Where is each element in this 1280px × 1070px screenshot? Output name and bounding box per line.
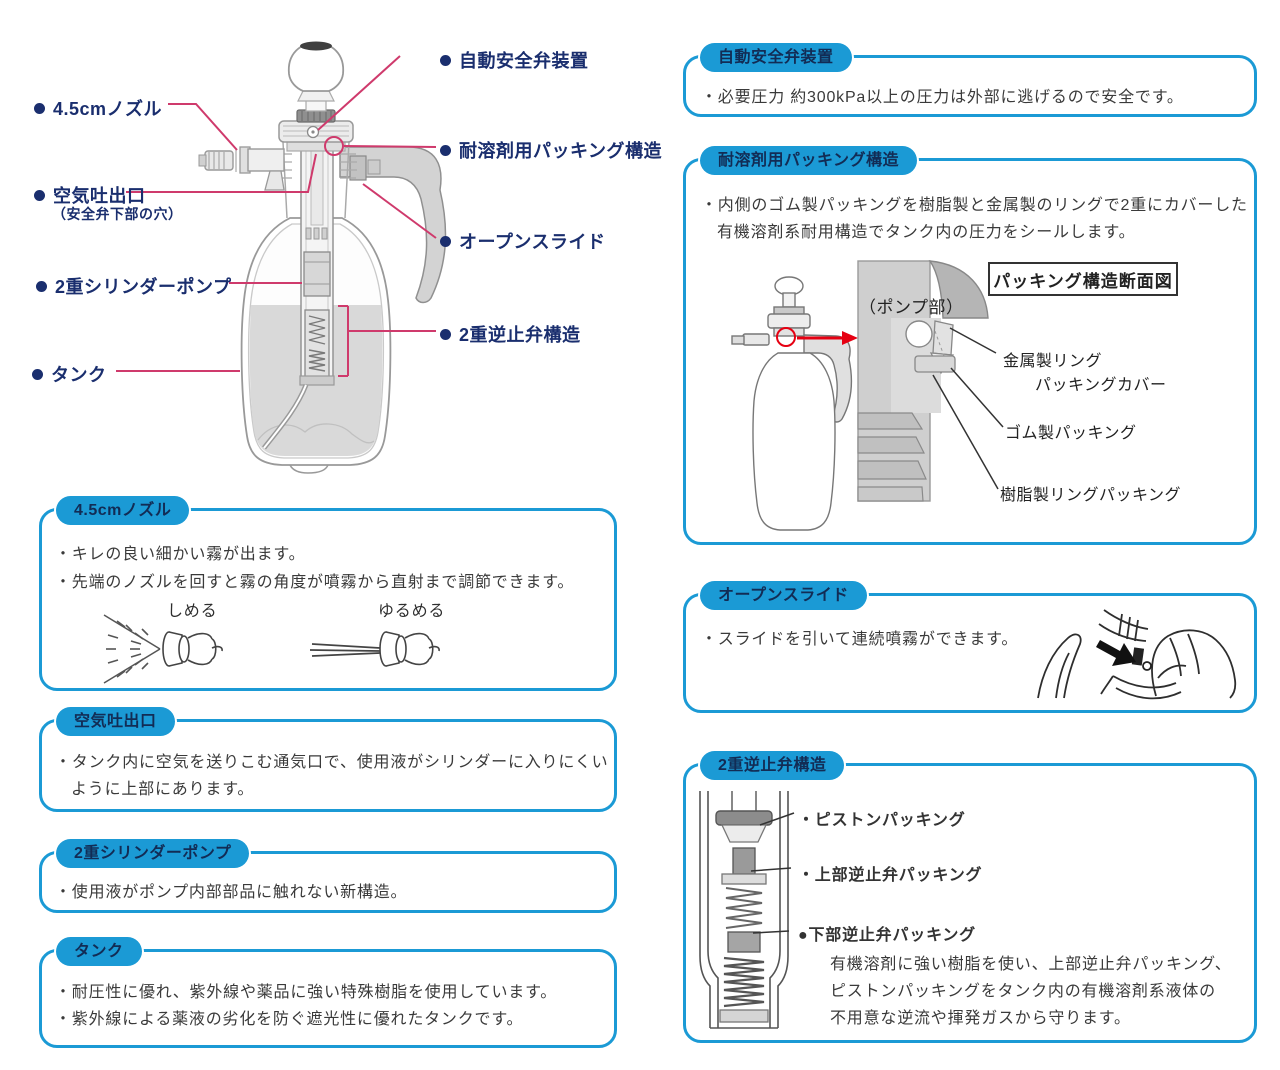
feature-box-pump-title: 2重シリンダーポンプ <box>56 839 250 868</box>
diagram-label-text: 2重シリンダーポンプ <box>55 277 232 297</box>
open-slide-hand-illustration <box>1037 609 1237 700</box>
resin-ring-label: 樹脂製リングパッキング <box>1000 487 1182 504</box>
check-valve-cross-section-illustration <box>699 791 795 1029</box>
feature-box-nozzle: 4.5cmノズル ・キレの良い細かい霧が出ます。 ・先端のノズルを回すと霧の角度… <box>39 496 617 691</box>
diagram-label-text: 2重逆止弁構造 <box>459 325 581 345</box>
feature-box-packing: 耐溶剤用パッキング構造 ・内側のゴム製パッキングを樹脂製と金属製のリングで2重に… <box>683 146 1257 545</box>
bullet-icon <box>32 368 43 380</box>
bullet-icon <box>440 54 451 66</box>
piston-packing-label: ・ピストンパッキング <box>798 812 966 829</box>
tank-line-2: ・紫外線による薬液の劣化を防ぐ遮光性に優れたタンクです。 <box>55 1011 524 1028</box>
air-outlet-line-2: ように上部にあります。 <box>71 781 255 798</box>
packing-caption-box: パッキング構造断面図 <box>988 262 1178 296</box>
diagram-label-text: オープンスライド <box>459 232 606 252</box>
packing-line-1: ・内側のゴム製パッキングを樹脂製と金属製のリングで2重にカバーした <box>701 197 1248 214</box>
feature-box-tank-title: タンク <box>56 937 142 966</box>
pump-part-label: （ポンプ部） <box>859 298 964 317</box>
metal-ring-label: 金属製リング <box>1003 353 1103 370</box>
pump-line-1: ・使用液がポンプ内部部品に触れない新構造。 <box>55 884 408 901</box>
packing-line-2: 有機溶剤系耐用構造でタンク内の圧力をシールします。 <box>717 224 1136 241</box>
diagram-label-text: 耐溶剤用パッキング構造 <box>459 141 662 161</box>
feature-box-packing-title: 耐溶剤用パッキング構造 <box>700 146 918 175</box>
nozzle-line-2: ・先端のノズルを回すと霧の角度が噴霧から直射まで調節できます。 <box>55 574 575 591</box>
feature-box-pump: 2重シリンダーポンプ ・使用液がポンプ内部部品に触れない新構造。 <box>39 839 617 913</box>
feature-box-air-outlet: 空気吐出口 ・タンク内に空気を送りこむ通気口で、使用液がシリンダーに入りにくい … <box>39 707 617 812</box>
diagram-label-air-outlet-note: （安全弁下部の穴） <box>52 206 183 222</box>
bullet-icon <box>440 144 451 156</box>
diagram-label-solvent-packing: 耐溶剤用パッキング構造 <box>440 137 662 163</box>
tank-line-1: ・耐圧性に優れ、紫外線や薬品に強い特殊樹脂を使用しています。 <box>55 984 558 1001</box>
upper-check-valve-label: ・上部逆止弁パッキング <box>798 867 983 884</box>
spray-close-label: しめる <box>167 603 218 620</box>
air-outlet-line-1: ・タンク内に空気を送りこむ通気口で、使用液がシリンダーに入りにくい <box>55 754 609 771</box>
bullet-icon <box>34 189 45 201</box>
rubber-packing-label: ゴム製パッキング <box>1005 425 1137 442</box>
packing-cross-section-illustration <box>731 260 1004 531</box>
diagram-label-text: 4.5cmノズル <box>53 99 163 119</box>
bullet-icon <box>440 235 451 247</box>
feature-box-open-slide-title: オープンスライド <box>700 581 867 610</box>
feature-box-tank: タンク ・耐圧性に優れ、紫外線や薬品に強い特殊樹脂を使用しています。 ・紫外線に… <box>39 937 617 1048</box>
diagram-label-nozzle: 4.5cmノズル <box>34 95 162 121</box>
diagram-label-text: 自動安全弁装置 <box>459 51 589 71</box>
feature-box-check-valve-title: 2重逆止弁構造 <box>700 751 845 780</box>
feature-box-air-outlet-title: 空気吐出口 <box>56 707 175 736</box>
spray-pattern-illustrations <box>103 614 440 684</box>
feature-box-safety-valve: 自動安全弁装置 ・必要圧力 約300kPa以上の圧力は外部に逃げるので安全です。 <box>683 43 1257 117</box>
diagram-label-tank: タンク <box>32 361 107 387</box>
bullet-icon <box>34 102 45 114</box>
bullet-icon <box>36 280 47 292</box>
check-valve-body-1: 有機溶剤に強い樹脂を使い、上部逆止弁パッキング、 <box>830 956 1232 973</box>
packing-cover-label: パッキングカバー <box>1035 377 1167 394</box>
diagram-label-double-check-valve: 2重逆止弁構造 <box>440 321 581 347</box>
open-slide-line-1: ・スライドを引いて連続噴霧ができます。 <box>701 631 1019 648</box>
diagram-label-text: タンク <box>51 365 107 385</box>
check-valve-body-2: ピストンパッキングをタンク内の有機溶剤系液体の <box>830 983 1216 1000</box>
bullet-icon <box>440 328 451 340</box>
diagram-label-text: 空気吐出口 <box>53 186 146 206</box>
feature-box-safety-valve-title: 自動安全弁装置 <box>700 43 852 72</box>
feature-box-check-valve: 2重逆止弁構造 <box>683 751 1257 1043</box>
sprayer-cutaway-illustration <box>116 41 447 474</box>
diagram-label-auto-safety-valve: 自動安全弁装置 <box>440 47 589 73</box>
feature-box-open-slide: オープンスライド ・スライドを引いて連続噴霧ができます。 <box>683 581 1257 713</box>
diagram-label-air-outlet: 空気吐出口 <box>34 182 146 208</box>
nozzle-line-1: ・キレの良い細かい霧が出ます。 <box>55 546 306 563</box>
diagram-label-double-cylinder-pump: 2重シリンダーポンプ <box>36 273 231 299</box>
diagram-label-open-slide: オープンスライド <box>440 228 606 254</box>
lower-check-valve-label: ●下部逆止弁パッキング <box>798 927 976 944</box>
safety-valve-line-1: ・必要圧力 約300kPa以上の圧力は外部に逃げるので安全です。 <box>701 89 1184 106</box>
check-valve-body-3: 不用意な逆流や揮発ガスから守ります。 <box>830 1010 1131 1027</box>
spray-loosen-label: ゆるめる <box>378 603 446 620</box>
feature-box-nozzle-title: 4.5cmノズル <box>56 496 190 525</box>
